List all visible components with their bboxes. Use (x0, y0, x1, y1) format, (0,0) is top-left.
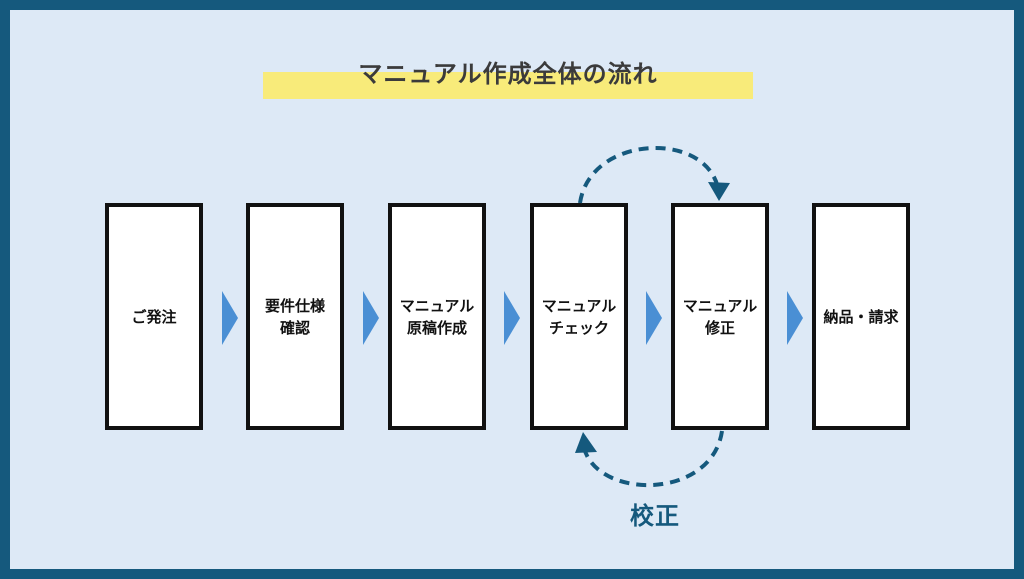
loop-arrow-bottom (582, 430, 724, 487)
step-order: ご発注 (105, 203, 203, 430)
loop-arrow-top (578, 146, 720, 204)
step-label: ご発注 (131, 307, 177, 326)
diagram-title: マニュアル作成全体の流れ (358, 60, 658, 88)
step-drafting: マニュアル 原稿作成 (388, 203, 486, 430)
step-delivery: 納品・請求 (812, 203, 910, 430)
flow-arrow-icon (646, 291, 662, 345)
loop-arrowhead-top-icon (708, 182, 730, 201)
step-revision: マニュアル 修正 (671, 203, 769, 430)
step-label: 納品・請求 (823, 307, 899, 326)
flow-arrow-icon (222, 291, 238, 345)
flow-arrow-icon (504, 291, 520, 345)
step-label: 要件仕様 確認 (264, 296, 325, 337)
loop-arrowhead-bottom-icon (575, 432, 597, 453)
step-label: マニュアル チェック (541, 296, 617, 337)
flow-arrow-icon (363, 291, 379, 345)
title-highlight (263, 72, 753, 99)
flow-arrow-icon (787, 291, 803, 345)
step-label: マニュアル 原稿作成 (399, 296, 475, 337)
step-label: マニュアル 修正 (682, 296, 758, 337)
step-requirements: 要件仕様 確認 (246, 203, 344, 430)
step-check: マニュアル チェック (530, 203, 628, 430)
loop-label: 校正 (630, 502, 680, 530)
